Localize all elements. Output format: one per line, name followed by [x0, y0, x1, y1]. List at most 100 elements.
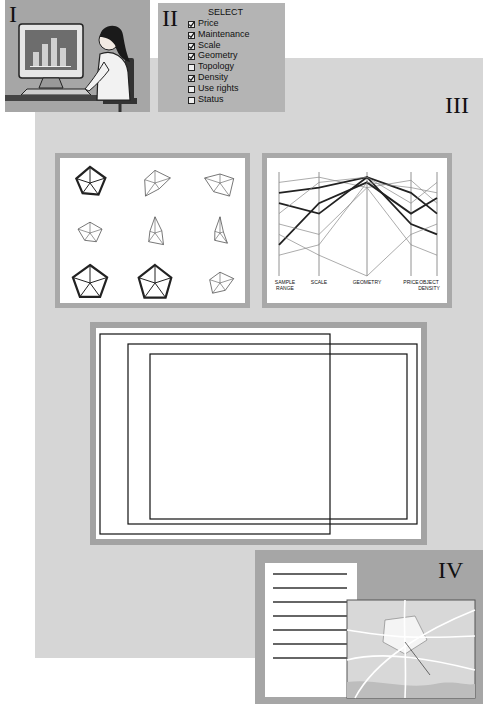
data-line	[279, 177, 437, 213]
checkbox	[188, 97, 195, 104]
star-spoke	[90, 167, 91, 183]
panel-result: IV	[255, 550, 483, 704]
chart-bar	[33, 52, 39, 66]
checkmark	[188, 21, 195, 28]
star-glyph	[73, 265, 107, 297]
menu-item: Maintenance	[198, 30, 250, 40]
panel-numeral: III	[445, 92, 469, 118]
chair-leg	[119, 104, 122, 112]
axis-label: SCALE	[301, 280, 337, 286]
star-spoke	[155, 170, 156, 183]
star-spoke	[215, 233, 220, 240]
star-spoke	[220, 272, 221, 283]
star-spoke	[144, 283, 155, 298]
person-arm	[85, 62, 109, 91]
star-glyph	[205, 174, 234, 196]
star-spoke	[90, 233, 96, 242]
document-page	[265, 563, 357, 697]
star-glyph	[149, 217, 164, 245]
checkmark-stroke	[189, 55, 194, 59]
star-glyph	[210, 272, 234, 293]
person-hair	[100, 26, 130, 62]
star-spoke	[155, 231, 162, 233]
star-spoke	[215, 231, 220, 233]
star-glyph	[76, 167, 105, 195]
document-line	[273, 629, 347, 631]
small-map-road	[347, 630, 475, 637]
checkbox	[188, 43, 195, 50]
document-line	[273, 615, 347, 617]
star-spoke	[150, 231, 155, 233]
axis-label: OBJECT DENSITY	[411, 280, 447, 291]
menu-item: Use rights	[198, 84, 239, 94]
extent-rectangle	[150, 354, 407, 519]
chart-bar	[42, 44, 48, 66]
data-line	[279, 224, 437, 276]
small-map	[347, 600, 475, 698]
star-spoke	[155, 278, 171, 283]
star-spoke	[214, 183, 220, 192]
star-spoke	[145, 180, 155, 183]
star-spoke	[205, 178, 220, 183]
screen	[25, 30, 77, 70]
star-spoke	[220, 283, 225, 290]
star-spoke	[155, 217, 156, 233]
star-glyph	[215, 217, 228, 243]
extent-rectangle	[128, 344, 417, 524]
data-line	[279, 177, 437, 213]
star-spoke	[80, 283, 90, 297]
chart-bar	[60, 48, 66, 66]
checkbox	[188, 75, 195, 82]
star-spoke	[155, 283, 166, 298]
data-line	[279, 182, 437, 244]
keyboard	[21, 89, 91, 95]
star-spoke	[90, 283, 100, 297]
menu-item: Price	[198, 19, 219, 29]
document-line	[273, 573, 347, 575]
menu-heading: SELECT	[208, 8, 243, 18]
chart-axis	[30, 66, 71, 67]
small-map-road	[404, 600, 405, 698]
panel-select: IISELECTPriceMaintenanceScaleGeometryTop…	[158, 3, 285, 112]
menu-item: Scale	[198, 41, 221, 51]
checkmark	[188, 75, 195, 82]
star-spoke	[139, 278, 155, 283]
parallel-coordinates-box: SAMPLE RANGESCALEGEOMETRYPRICEOBJECT DEN…	[262, 153, 452, 308]
data-line	[279, 182, 437, 255]
checkbox	[188, 32, 195, 39]
document-line	[273, 657, 347, 659]
small-map-pointer	[405, 642, 430, 675]
star-spoke	[145, 183, 155, 196]
checkmark-stroke	[189, 22, 194, 26]
map-ground	[96, 328, 421, 539]
menu-item: Density	[198, 73, 228, 83]
star-spoke	[220, 232, 223, 233]
document-line	[273, 587, 347, 589]
illustration	[5, 0, 150, 112]
star-spoke	[83, 183, 90, 193]
checkmark-stroke	[189, 76, 194, 80]
document-line	[273, 643, 347, 645]
checkmark-stroke	[189, 44, 194, 48]
axis-label: GEOMETRY	[349, 280, 385, 286]
star-spoke	[90, 265, 91, 283]
star-spoke	[90, 222, 91, 233]
star-glyph	[145, 170, 171, 196]
star-spoke	[220, 279, 234, 283]
checkmark	[188, 32, 195, 39]
checkbox	[188, 21, 195, 28]
star-spoke	[210, 280, 220, 283]
star-glyph	[78, 222, 102, 242]
panel-numeral: I	[9, 1, 17, 27]
star-spoke	[155, 265, 156, 283]
star-plot-box	[58, 156, 248, 306]
map-frame	[90, 322, 427, 545]
checkmark	[188, 53, 195, 60]
document-line	[273, 601, 347, 603]
checkmark-stroke	[189, 33, 194, 37]
menu-item: Status	[198, 95, 224, 105]
small-map-road	[355, 610, 475, 698]
star-spoke	[220, 179, 234, 183]
small-map-road	[347, 656, 475, 670]
